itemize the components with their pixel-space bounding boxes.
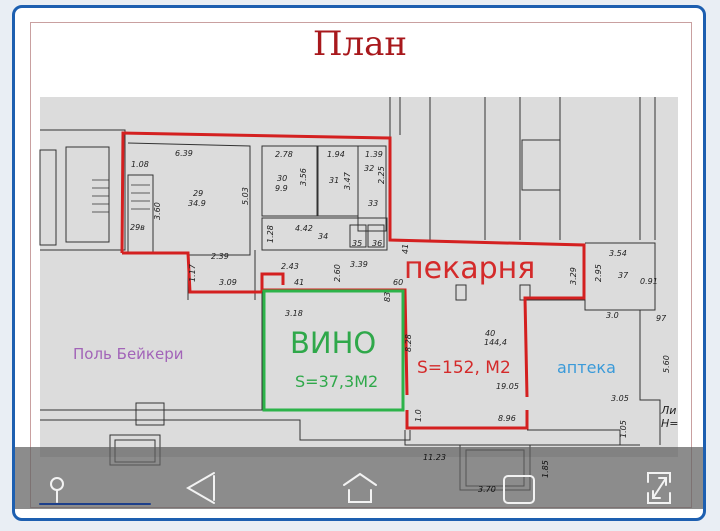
dim: 31 (329, 176, 339, 185)
dim: Н= (661, 417, 679, 430)
dim: 2.95 (594, 264, 603, 282)
plan-background (40, 97, 678, 457)
dim: 1.0 (414, 409, 423, 422)
dim: 19.05 (496, 382, 519, 391)
dim: 33 (368, 199, 378, 208)
dim: 34.9 (188, 199, 206, 208)
dim: 2.39 (211, 252, 229, 261)
dim: 1.28 (266, 225, 275, 243)
dim: 1.39 (365, 150, 383, 159)
dim: 4.42 (295, 224, 313, 233)
dim: 3.54 (609, 249, 627, 258)
dim: 5.03 (241, 187, 250, 205)
dim: 3.05 (611, 394, 629, 403)
dim: 144,4 (484, 338, 507, 347)
plan-walls (39, 97, 661, 491)
dim: 3.09 (219, 278, 237, 287)
dim: 3.39 (350, 260, 368, 269)
dim: 8.28 (404, 334, 413, 352)
dim: 30 (277, 174, 287, 183)
dim: 83 (383, 292, 392, 302)
dim: 1.94 (327, 150, 345, 159)
dim: 1.17 (188, 263, 197, 282)
dimension-labels: 6.39 1.08 3.60 29 34.9 5.03 29в 2.78 30 … (130, 149, 679, 438)
pharmacy-label: аптека (557, 358, 616, 377)
dim: 3.56 (299, 168, 308, 186)
page-title: План (312, 24, 408, 64)
dim: 36 (372, 239, 382, 248)
dim: 8.96 (498, 414, 516, 423)
dim: 1.08 (131, 160, 149, 169)
bakery-area-label: S=152, М2 (417, 358, 511, 378)
dim: 5.60 (662, 355, 671, 373)
navigation-bar (15, 447, 703, 509)
dim: 2.25 (377, 166, 386, 184)
dim: 2.60 (333, 264, 342, 282)
wine-outline (262, 289, 405, 412)
dim: 41 (294, 278, 304, 287)
dim: 29 (193, 189, 203, 198)
dim: 60 (393, 278, 403, 287)
dim: 1.05 (619, 420, 628, 438)
dim: 37 (618, 271, 629, 280)
dim: 9.9 (275, 184, 288, 193)
dim: 0.91 (640, 277, 658, 286)
dim: 6.39 (175, 149, 193, 158)
dim: 32 (364, 164, 374, 173)
dim: 3.29 (569, 267, 578, 285)
dim: 2.78 (275, 150, 293, 159)
dim: 34 (318, 232, 328, 241)
dim: 3.0 (606, 311, 619, 320)
paul-bakery-label: Поль Бейкери (73, 345, 183, 363)
dim: Ли (660, 404, 676, 417)
wine-label: ВИНО (290, 326, 376, 360)
bakery-label: пекарня (404, 251, 535, 286)
dim: 97 (656, 314, 667, 323)
dim: 41 (401, 244, 410, 254)
dim: 29в (130, 223, 145, 232)
dim: 3.60 (153, 202, 162, 220)
dim: 2.43 (281, 262, 299, 271)
dim: 40 (485, 329, 495, 338)
wine-area-label: S=37,3М2 (295, 372, 378, 391)
dim: 35 (352, 239, 362, 248)
dim: 3.47 (343, 171, 352, 190)
bakery-outline (120, 131, 586, 430)
dim: 3.18 (285, 309, 303, 318)
